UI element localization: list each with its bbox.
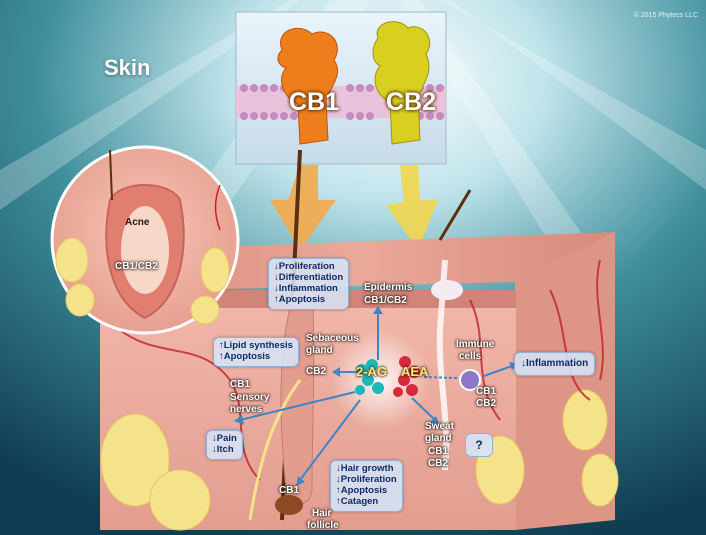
- aea-label: AEA: [401, 364, 428, 379]
- immune-label-line2: cells: [459, 352, 481, 363]
- sebaceous-label-line2: gland: [306, 346, 333, 357]
- page-title: Skin: [104, 55, 150, 81]
- immune-receptor-cb2: CB2: [476, 399, 496, 410]
- acne-inset: [52, 147, 238, 333]
- two-ag-label: 2-AG: [356, 364, 387, 379]
- sweat-receptor-cb2: CB2: [428, 459, 448, 470]
- sensory-receptor-label: CB1: [230, 380, 250, 391]
- epidermis-receptor-label: CB1/CB2: [364, 296, 407, 307]
- sensory-label-line1: Sensory: [230, 393, 269, 404]
- acne-label: Acne: [125, 218, 149, 229]
- sensory-effects-box: ↓Pain ↓Itch: [206, 430, 243, 460]
- immune-label-line1: Immune: [456, 340, 494, 351]
- sebaceous-label-line1: Sebaceous: [306, 334, 359, 345]
- effect-line: ↓Inflammation: [521, 358, 588, 370]
- effect-line: ↑Catagen: [336, 497, 397, 508]
- epidermis-effects-box: ↓Proliferation ↓Differentiation ↓Inflamm…: [268, 258, 349, 310]
- immune-effects-box: ↓Inflammation: [514, 352, 595, 376]
- sebaceous-effects-box: ↑Lipid synthesis ↑Apoptosis: [213, 337, 299, 367]
- effect-line: ↓Itch: [212, 445, 237, 456]
- immune-receptor-cb1: CB1: [476, 387, 496, 398]
- hair-receptor-label: CB1: [279, 486, 299, 497]
- sweat-receptor-cb1: CB1: [428, 447, 448, 458]
- hair-effects-box: ↓Hair growth ↓Proliferation ↑Apoptosis ↑…: [330, 460, 403, 512]
- hair-label-line1: Hair: [312, 509, 331, 520]
- sensory-label-line2: nerves: [230, 405, 262, 416]
- sweat-label-line2: gland: [425, 434, 452, 445]
- effect-line: ↑Apoptosis: [219, 352, 293, 363]
- cb2-label: CB2: [386, 88, 436, 117]
- sweat-effects-box: ?: [465, 433, 493, 457]
- sebaceous-receptor-label: CB2: [306, 367, 326, 378]
- hair-label-line2: follicle: [307, 521, 339, 532]
- effect-line: ↑Apoptosis: [274, 295, 343, 306]
- sweat-label-line1: Sweat: [425, 422, 454, 433]
- epidermis-label: Epidermis: [364, 283, 412, 294]
- copyright-text: © 2015 Phytecs LLC: [634, 12, 698, 19]
- inset-receptor-label: CB1/CB2: [115, 262, 158, 273]
- cb1-label: CB1: [289, 88, 339, 117]
